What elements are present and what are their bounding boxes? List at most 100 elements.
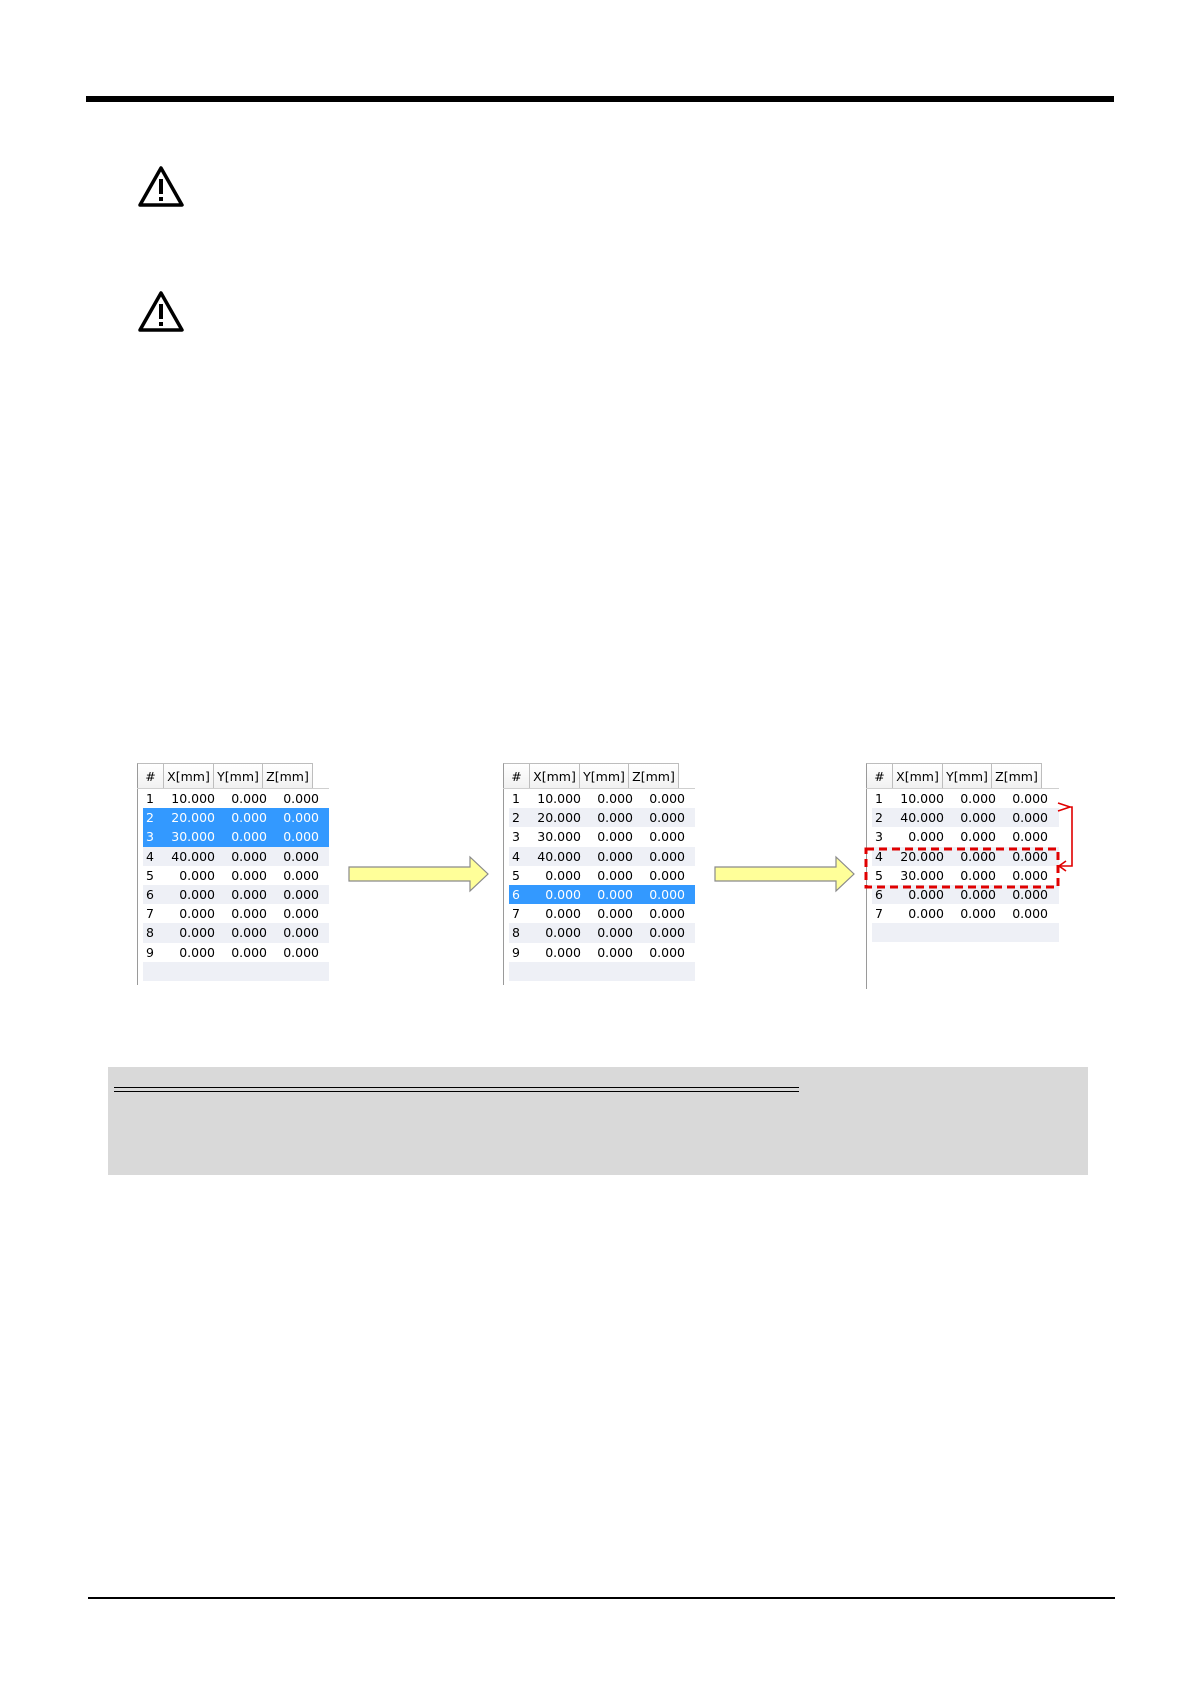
table-cell: 0.000 <box>283 867 319 883</box>
row-index: 9 <box>146 944 154 960</box>
table-cell: 0.000 <box>1012 848 1048 864</box>
column-header[interactable]: # <box>866 763 893 788</box>
empty-new-row[interactable] <box>509 961 695 981</box>
table-cell: 0.000 <box>545 944 581 960</box>
table-cell: 0.000 <box>597 829 633 845</box>
table-cell: 0.000 <box>597 791 633 806</box>
table-cell: 20.000 <box>900 848 944 864</box>
row-index: 5 <box>875 867 883 883</box>
table-cell: 0.000 <box>597 944 633 960</box>
column-header[interactable]: # <box>137 763 164 788</box>
table-cell: 0.000 <box>283 810 319 826</box>
row-index: 4 <box>146 848 154 864</box>
right-arrow-icon <box>714 855 855 893</box>
row-index: 2 <box>875 810 883 826</box>
column-header[interactable]: X[mm] <box>893 763 943 788</box>
empty-new-row[interactable] <box>872 923 1059 943</box>
row-index: 5 <box>146 867 154 883</box>
column-header[interactable]: X[mm] <box>164 763 214 788</box>
column-header[interactable]: Y[mm] <box>214 763 263 788</box>
table-cell: 0.000 <box>179 925 215 941</box>
table-cell: 0.000 <box>960 906 996 922</box>
row-index: 8 <box>146 925 154 941</box>
table-cell: 0.000 <box>908 829 944 845</box>
footer-rule <box>88 1597 1115 1599</box>
table-cell: 0.000 <box>649 848 685 864</box>
table-cell: 40.000 <box>537 848 581 864</box>
table-cell: 0.000 <box>545 925 581 941</box>
table-cell: 30.000 <box>537 829 581 845</box>
row-index: 6 <box>146 886 154 902</box>
row-index: 8 <box>512 925 520 941</box>
table-cell: 0.000 <box>179 886 215 902</box>
table-cell: 20.000 <box>537 810 581 826</box>
note-box <box>108 1067 1088 1175</box>
column-header[interactable]: X[mm] <box>530 763 580 788</box>
column-header[interactable]: Z[mm] <box>263 763 313 788</box>
empty-new-row[interactable] <box>143 961 329 981</box>
table-cell: 10.000 <box>537 791 581 806</box>
header-rule <box>86 96 1114 102</box>
table-cell: 0.000 <box>649 925 685 941</box>
table-header: #X[mm]Y[mm]Z[mm] <box>866 763 1059 789</box>
row-index: 7 <box>512 906 520 922</box>
table-cell: 0.000 <box>1012 791 1048 806</box>
table-cell: 0.000 <box>545 867 581 883</box>
table-cell: 0.000 <box>179 867 215 883</box>
table-cell: 0.000 <box>1012 906 1048 922</box>
table-cell: 10.000 <box>900 791 944 806</box>
row-index: 6 <box>512 886 520 902</box>
column-header[interactable]: # <box>503 763 530 788</box>
table-cell: 0.000 <box>649 810 685 826</box>
table-header: #X[mm]Y[mm]Z[mm] <box>137 763 329 789</box>
table-cell: 0.000 <box>283 848 319 864</box>
table-cell: 30.000 <box>171 829 215 845</box>
row-index: 6 <box>875 886 883 902</box>
column-header[interactable]: Z[mm] <box>629 763 679 788</box>
table-cell: 0.000 <box>231 944 267 960</box>
table-cell: 0.000 <box>283 791 319 806</box>
table-cell: 0.000 <box>649 829 685 845</box>
table-cell: 0.000 <box>283 886 319 902</box>
row-index: 2 <box>512 810 520 826</box>
note-rule <box>114 1091 799 1092</box>
column-header[interactable]: Y[mm] <box>943 763 992 788</box>
table-cell: 0.000 <box>283 925 319 941</box>
table-cell: 0.000 <box>283 944 319 960</box>
column-header[interactable]: Z[mm] <box>992 763 1042 788</box>
warning-icon <box>137 165 185 209</box>
table-cell: 0.000 <box>597 906 633 922</box>
column-header[interactable]: Y[mm] <box>580 763 629 788</box>
table-cell: 0.000 <box>231 791 267 806</box>
table-cell: 0.000 <box>283 906 319 922</box>
table-cell: 0.000 <box>283 829 319 845</box>
